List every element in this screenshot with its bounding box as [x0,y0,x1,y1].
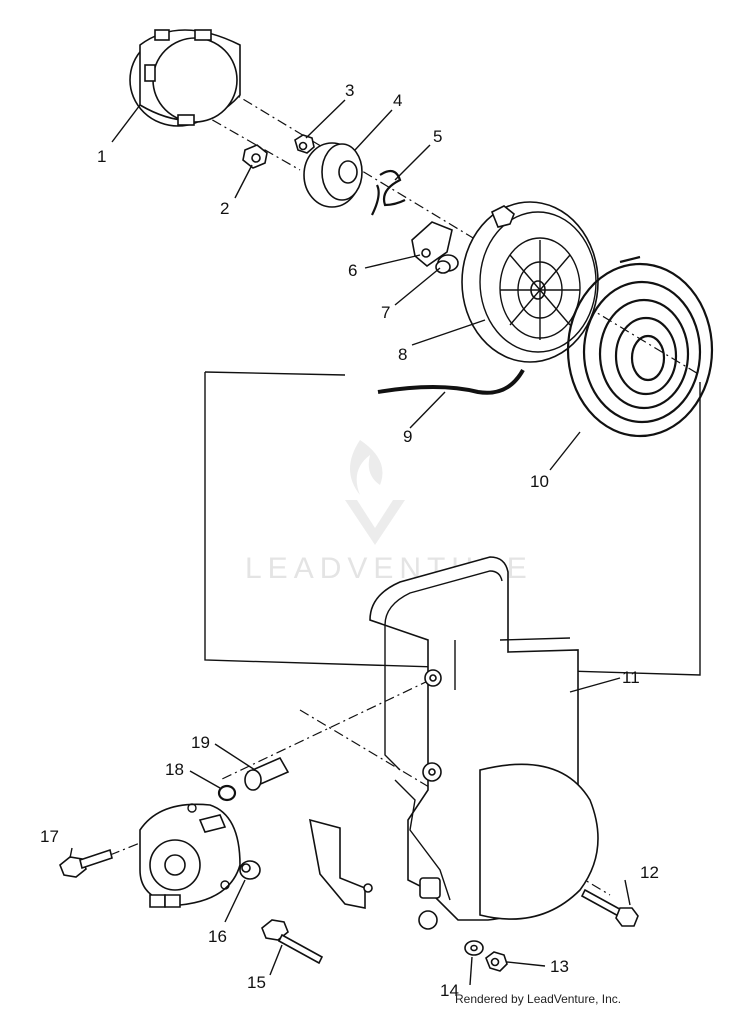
mounting-bracket [308,818,373,909]
part-12-bolt [580,888,639,927]
part-14-washer [464,940,484,956]
callout-9: 9 [403,427,412,446]
part-2-bolt [242,144,268,169]
callout-13: 13 [550,957,569,976]
credit-text: Rendered by LeadVenture, Inc. [455,992,621,1006]
callout-1: 1 [97,147,106,166]
part-1-starter-cup [129,29,241,127]
callout-11: 11 [622,668,640,687]
part-17-bolt [59,848,113,878]
callout-16: 16 [208,927,227,946]
callout-10: 10 [530,472,549,491]
callout-2: 2 [220,199,229,218]
part-18-o-ring [217,784,237,802]
part-16-grommet [239,860,261,880]
callout-14: 14 [440,981,459,1000]
callout-19: 19 [191,733,210,752]
part-10-recoil-spring [566,255,714,438]
callout-6: 6 [348,261,357,280]
part-3-nut [294,134,315,154]
part-15-bolt [261,919,324,965]
part-13-nut [485,951,508,972]
callout-17: 17 [40,827,59,846]
leader-lines [69,99,631,986]
callout-5: 5 [433,127,442,146]
fuel-pump-assembly [139,803,241,908]
callout-18: 18 [165,760,184,779]
part-4-pulley [303,142,363,208]
callout-7: 7 [381,303,390,322]
part-11-starter-housing [369,556,599,930]
callout-4: 4 [393,91,402,110]
part-9-starter-rope [377,368,525,395]
callout-12: 12 [640,863,659,882]
part-5-spring-clip [371,169,406,216]
part-19-spacer [244,756,290,791]
callout-3: 3 [345,81,354,100]
assembly-centerlines [109,57,701,896]
part-8-starter-reel [461,201,599,363]
part-7-bushing [435,254,459,274]
callout-8: 8 [398,345,407,364]
callout-labels: 1 2 3 4 5 6 7 8 9 10 11 12 13 14 15 16 1… [40,81,659,1000]
callout-15: 15 [247,973,266,992]
